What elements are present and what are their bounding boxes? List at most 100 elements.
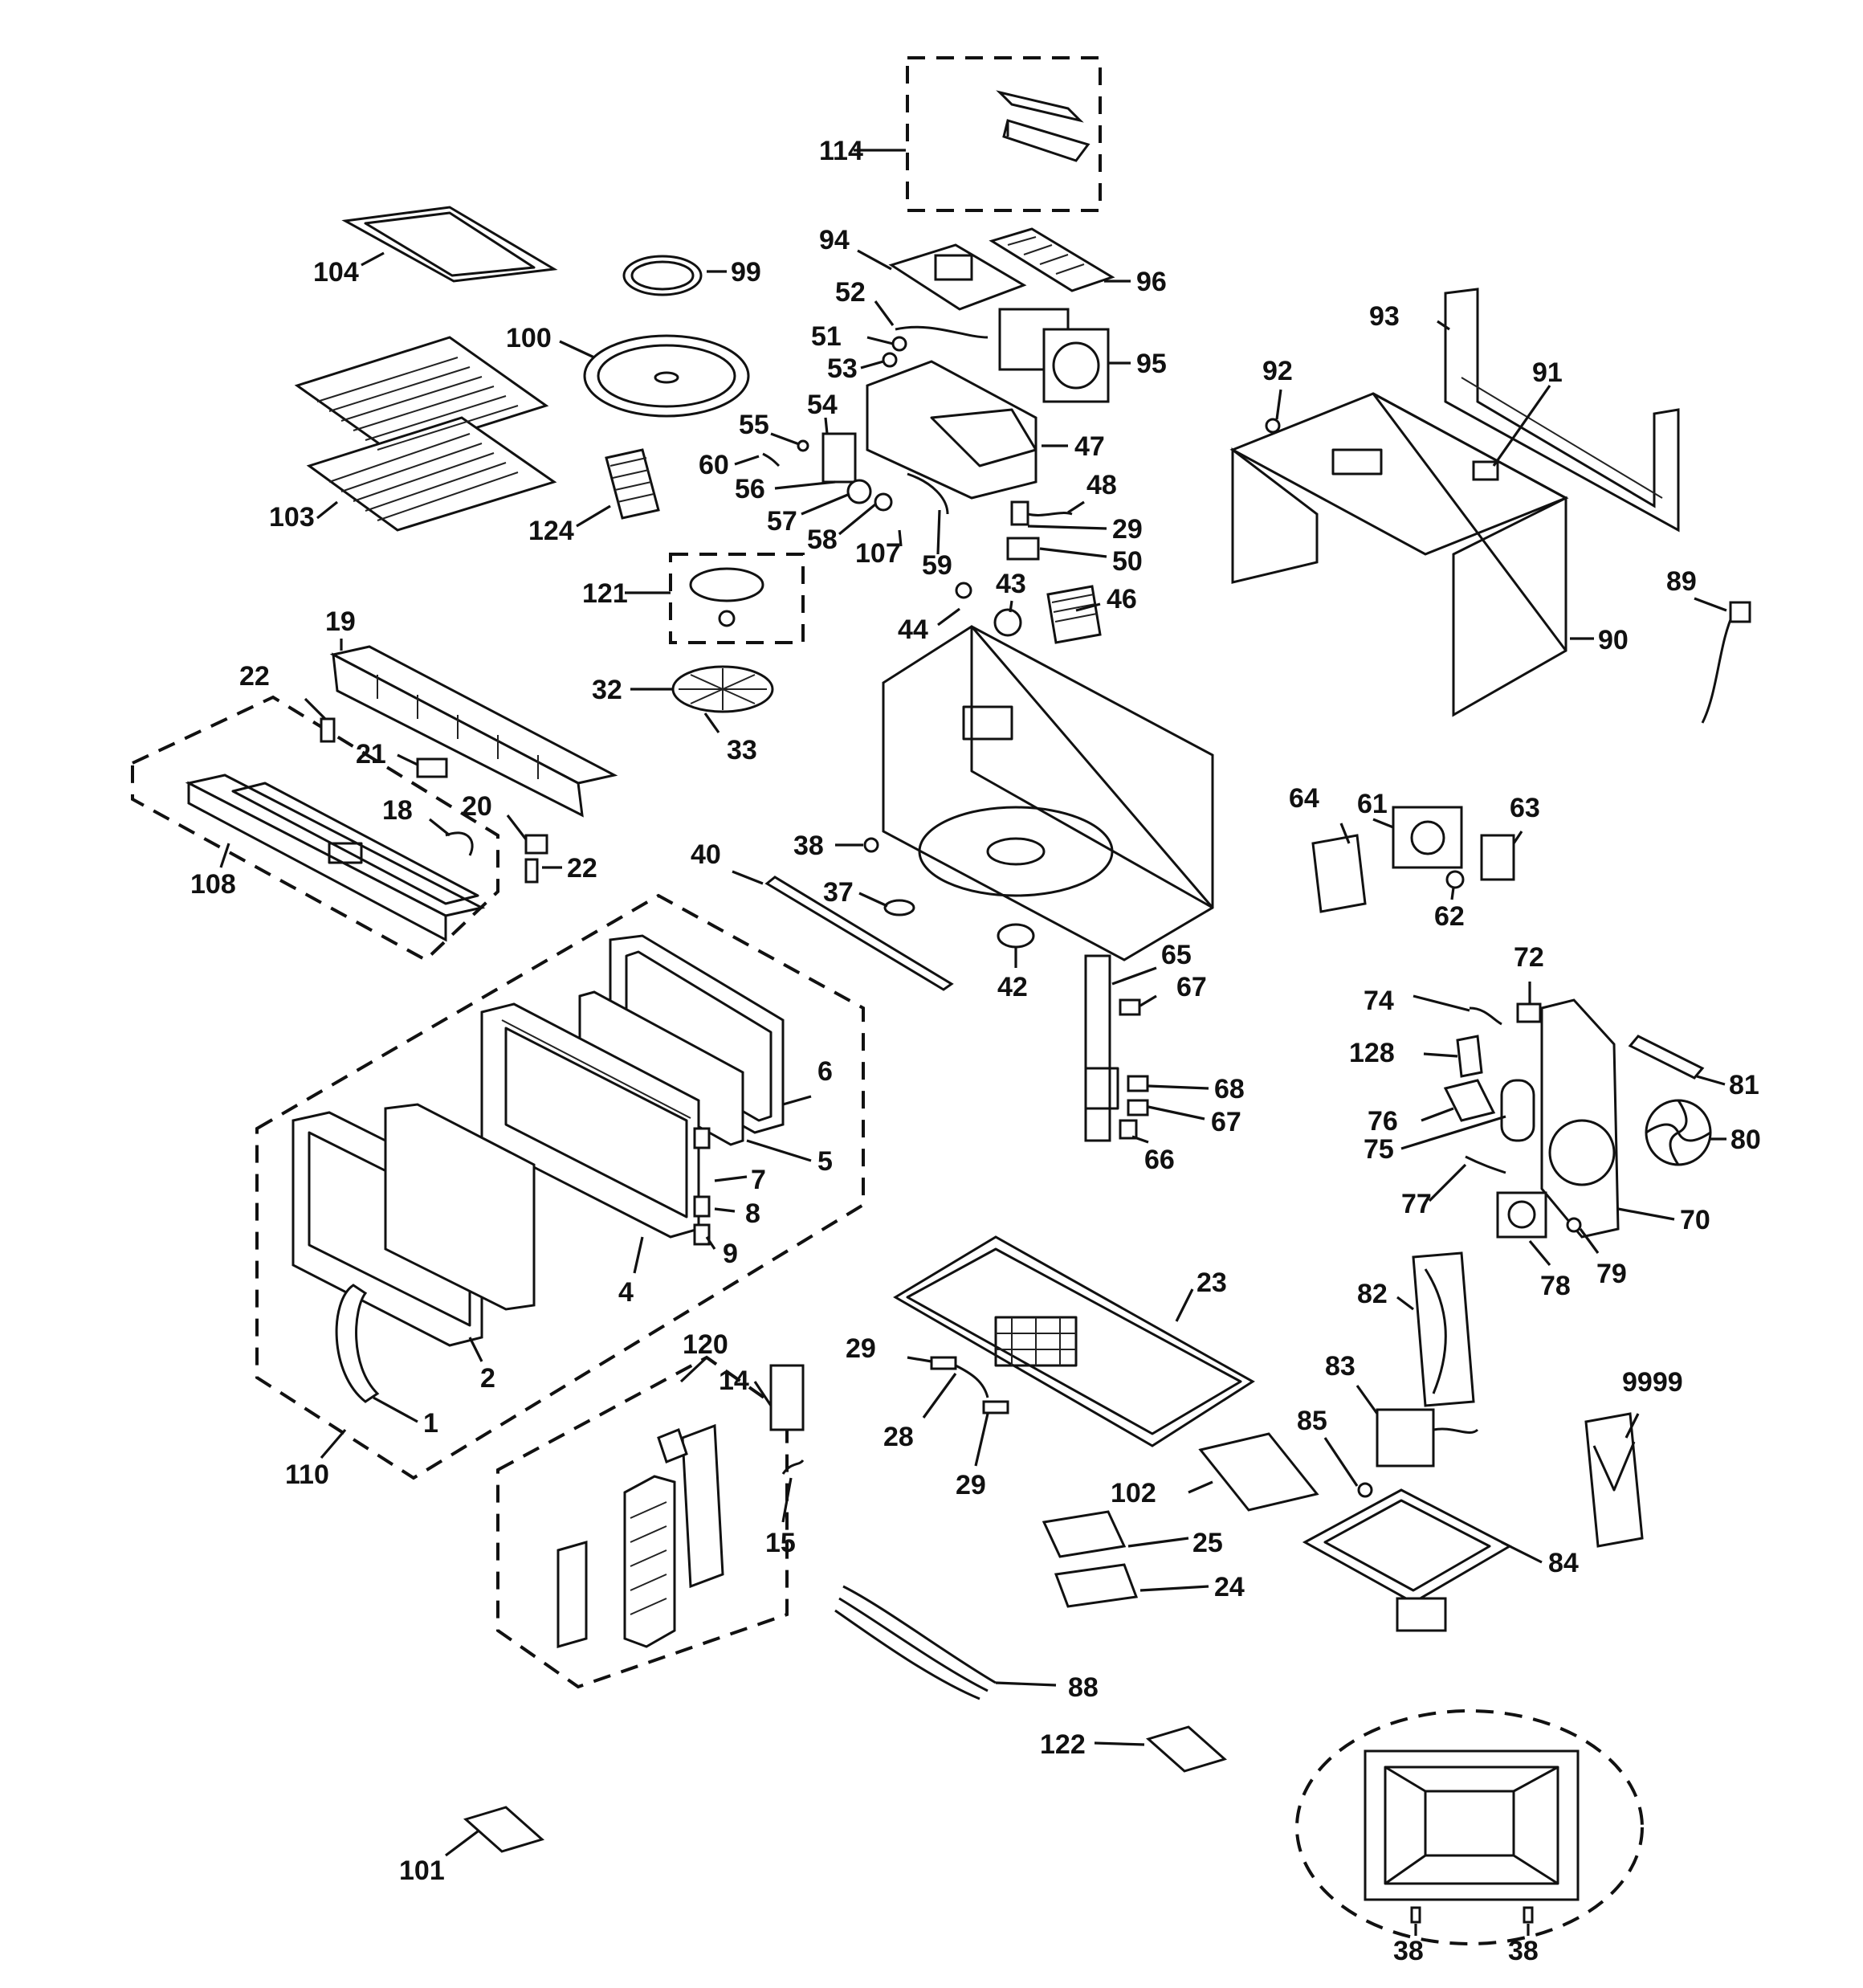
leader-8 <box>714 1207 736 1213</box>
part-29-sensor-left <box>930 1356 957 1370</box>
part-38-clip-left <box>1410 1906 1421 1924</box>
callout-107: 107 <box>855 538 901 569</box>
part-64-waveguide <box>1311 834 1367 913</box>
leader-101 <box>445 1830 479 1857</box>
leader-108 <box>219 843 230 868</box>
callout-22-bottom: 22 <box>567 853 597 884</box>
part-38-clip-right <box>1523 1906 1534 1924</box>
leader-88 <box>995 1681 1057 1687</box>
callout-100: 100 <box>506 323 552 353</box>
callout-80: 80 <box>1731 1125 1761 1155</box>
callout-85: 85 <box>1297 1406 1327 1436</box>
callout-22-top: 22 <box>239 661 270 692</box>
leader-74 <box>1413 994 1470 1012</box>
leader-124 <box>576 504 611 528</box>
leader-53 <box>860 360 884 369</box>
part-93-mounting-plate <box>1444 288 1680 533</box>
callout-78: 78 <box>1540 1271 1571 1301</box>
callout-121: 121 <box>582 578 628 609</box>
part-128-board <box>1456 1035 1483 1078</box>
part-122-manual <box>1145 1725 1228 1773</box>
part-65-interlock-bracket <box>1084 954 1119 1142</box>
leader-4 <box>633 1236 644 1274</box>
callout-29-top: 29 <box>1112 514 1143 545</box>
callout-25: 25 <box>1192 1528 1223 1558</box>
callout-38-left: 38 <box>1393 1936 1424 1966</box>
part-25-glass-cover <box>1042 1510 1127 1558</box>
group-121-outline <box>669 553 805 644</box>
callout-72: 72 <box>1514 942 1544 973</box>
leader-20 <box>506 814 528 840</box>
leader-55 <box>770 432 800 446</box>
part-control-board <box>681 1423 724 1589</box>
part-90-outer-case <box>1229 392 1569 717</box>
group-114-outline <box>906 56 1102 212</box>
part-68-switch <box>1127 1075 1149 1092</box>
callout-15: 15 <box>765 1528 796 1558</box>
part-89-power-cord <box>1701 610 1736 724</box>
leader-82 <box>1396 1296 1414 1311</box>
callout-58: 58 <box>807 525 838 555</box>
callout-29-right: 29 <box>956 1470 986 1500</box>
part-18-lever <box>445 831 474 856</box>
leader-60 <box>734 455 760 466</box>
leader-9 <box>705 1236 716 1250</box>
leader-56 <box>774 480 836 490</box>
callout-24: 24 <box>1214 1572 1245 1602</box>
leader-24 <box>1139 1585 1209 1592</box>
callout-102: 102 <box>1111 1478 1156 1508</box>
leader-44 <box>937 607 960 627</box>
callout-56: 56 <box>735 474 765 504</box>
callout-9999: 9999 <box>1622 1367 1683 1398</box>
part-51-screw <box>891 336 907 352</box>
part-70-chassis-plate <box>1540 998 1620 1239</box>
part-100-turntable <box>583 334 750 418</box>
part-54-switch-bracket <box>821 432 857 484</box>
callout-128: 128 <box>1349 1038 1395 1068</box>
part-46-vent-cover <box>1046 585 1102 644</box>
callout-94: 94 <box>819 225 850 255</box>
leader-14 <box>753 1381 773 1406</box>
callout-9: 9 <box>723 1239 738 1269</box>
callout-101: 101 <box>399 1855 445 1886</box>
group-108-outline <box>131 695 499 962</box>
part-14-board <box>769 1364 805 1431</box>
part-38-screw <box>863 837 879 853</box>
callout-47: 47 <box>1074 431 1105 462</box>
part-101-manual <box>463 1806 545 1853</box>
part-80-fan-blade <box>1645 1099 1712 1166</box>
leader-9999 <box>1625 1413 1640 1439</box>
part-55-screw <box>797 439 809 452</box>
part-19-control-frame <box>329 645 618 818</box>
leader-33 <box>703 712 720 733</box>
callout-8: 8 <box>745 1198 760 1229</box>
part-67-switch-bottom <box>1127 1099 1149 1116</box>
leader-23 <box>1175 1288 1194 1322</box>
part-47-blower-housing <box>866 360 1037 500</box>
part-57-thermistor <box>846 479 872 504</box>
part-display <box>657 1428 688 1463</box>
leader-7 <box>714 1175 748 1182</box>
leader-83 <box>1355 1385 1379 1414</box>
part-trim-cover <box>556 1541 588 1648</box>
part-108-control-panel <box>185 774 486 942</box>
callout-28: 28 <box>883 1422 914 1452</box>
leader-46 <box>1075 602 1101 612</box>
callout-40: 40 <box>691 839 721 870</box>
callout-54: 54 <box>807 390 838 420</box>
part-103-oven-racks <box>294 336 557 532</box>
callout-37: 37 <box>823 877 854 908</box>
part-88-harness-b <box>838 1597 989 1692</box>
leader-57 <box>801 492 850 516</box>
callout-21: 21 <box>356 739 386 769</box>
callout-95: 95 <box>1136 349 1167 379</box>
part-23-bottom-plate <box>893 1235 1255 1447</box>
part-21-latch <box>416 757 448 778</box>
callout-20: 20 <box>462 791 492 822</box>
callout-67-top: 67 <box>1176 972 1207 1002</box>
callout-23: 23 <box>1196 1268 1227 1298</box>
leader-89 <box>1694 597 1727 612</box>
part-44-screw <box>955 582 972 599</box>
leader-120 <box>679 1356 708 1383</box>
